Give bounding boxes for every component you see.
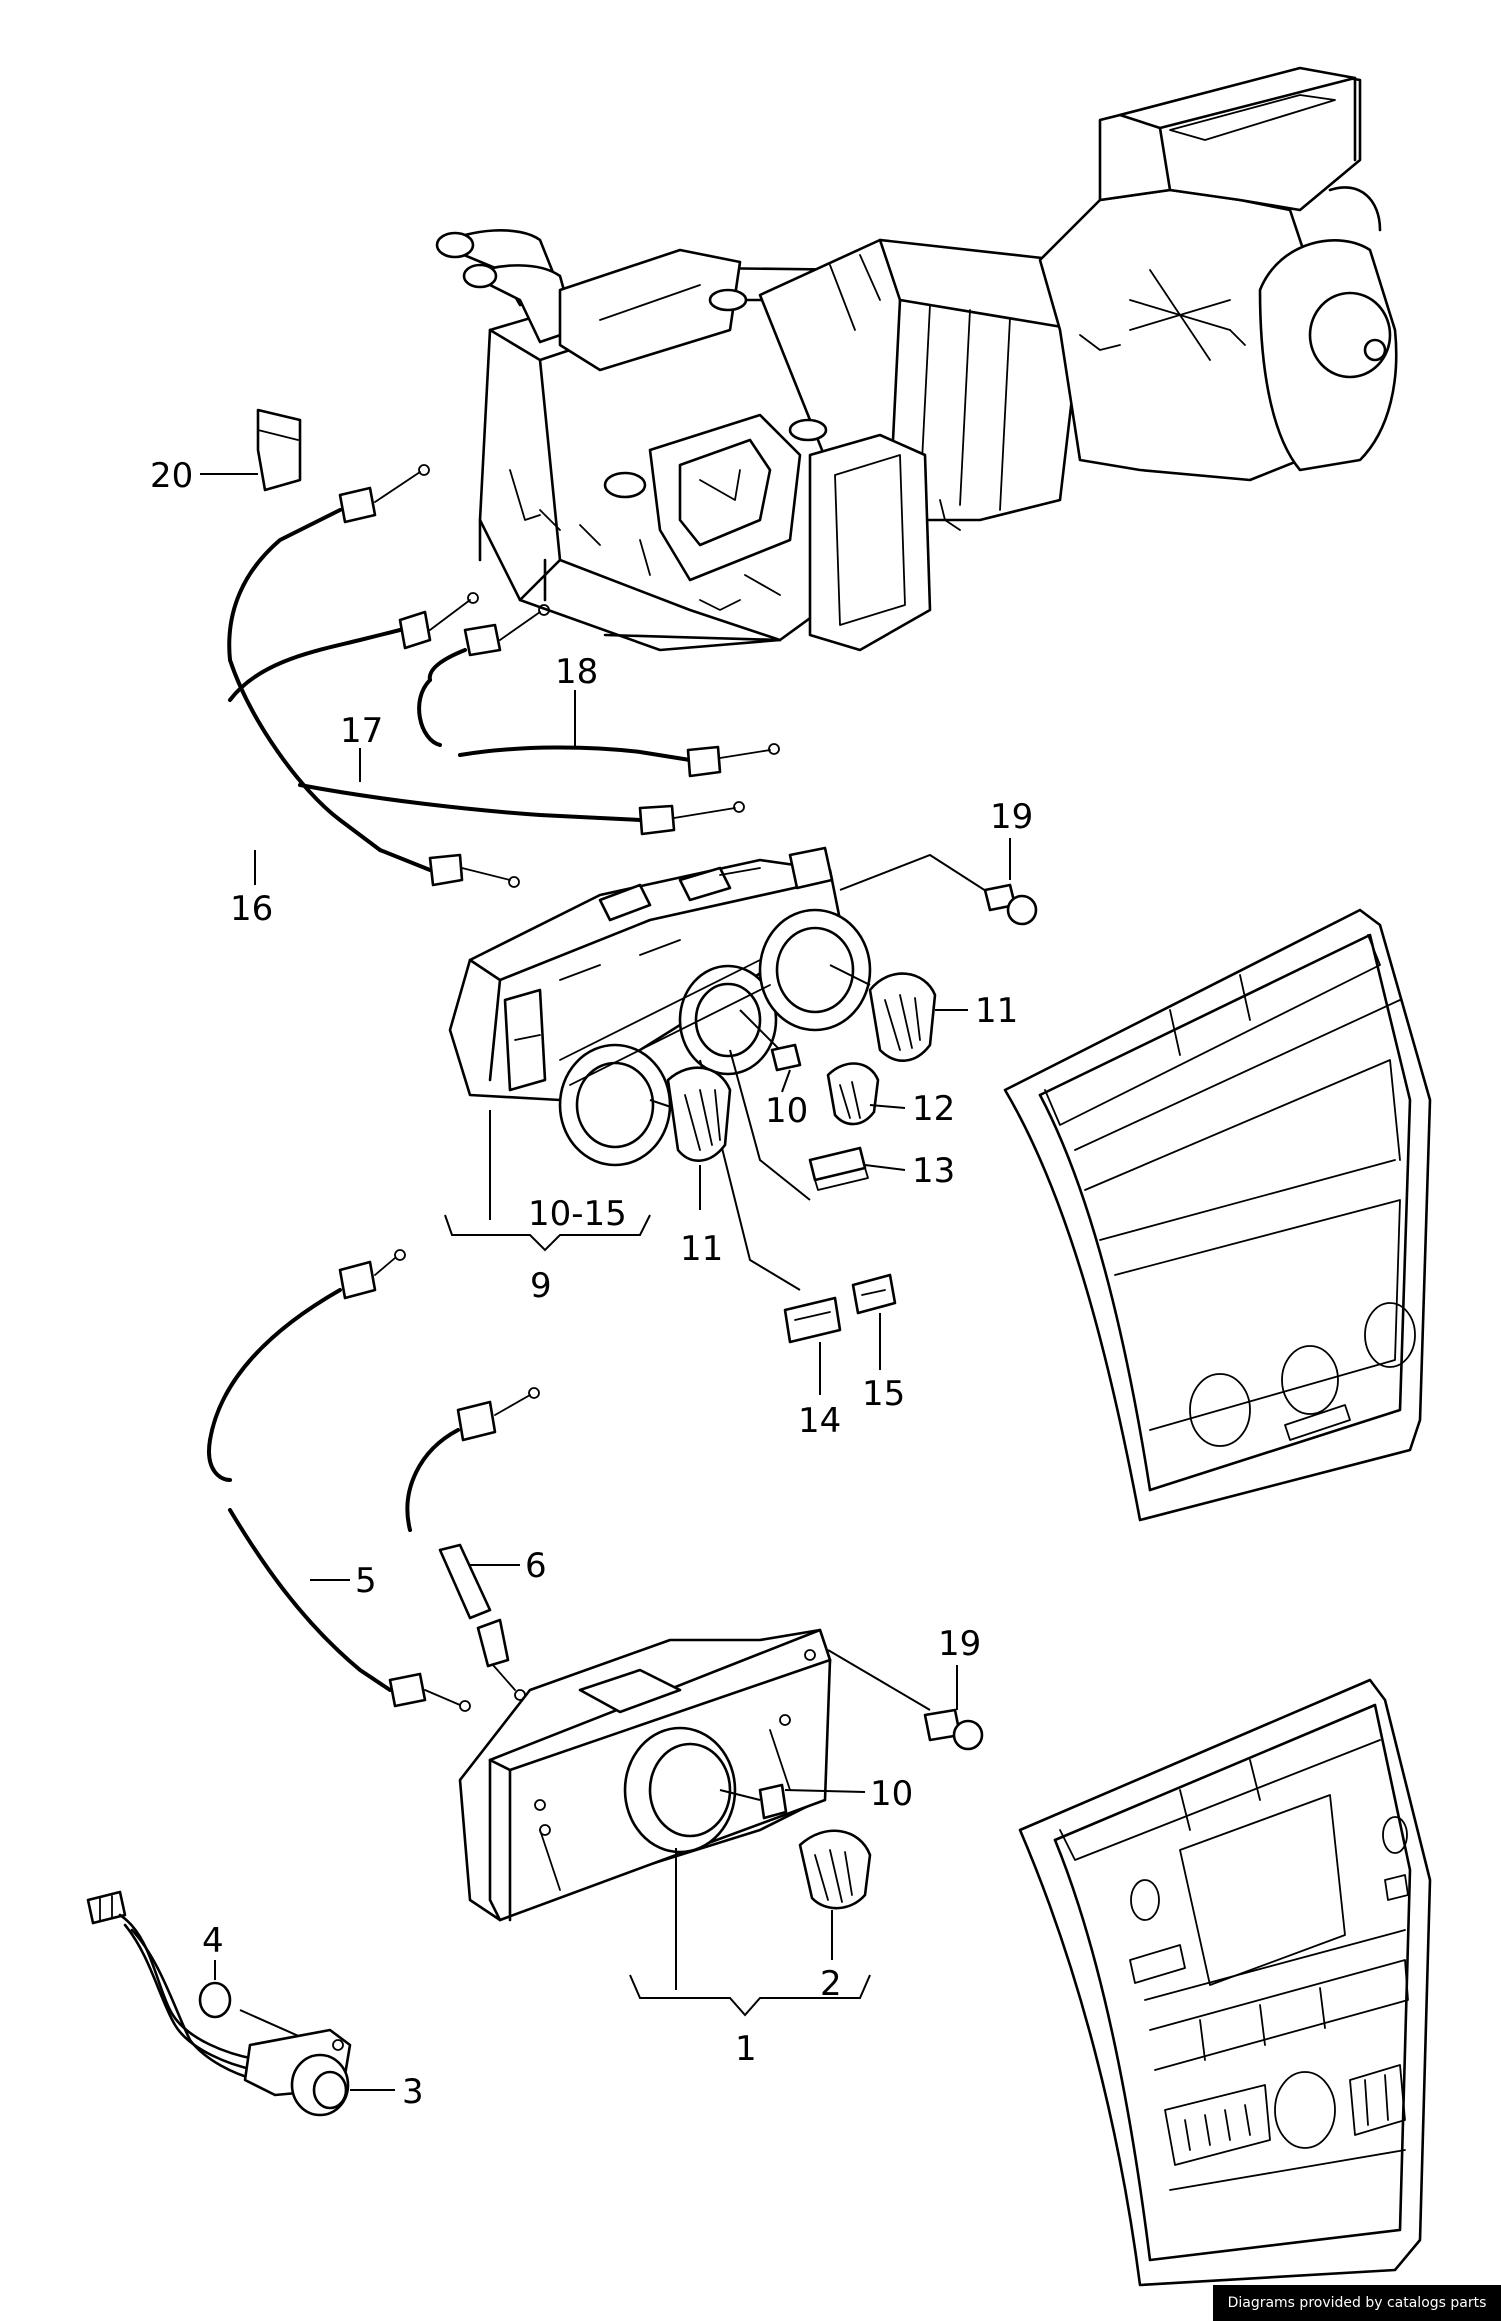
- callout-9: 9: [530, 1266, 552, 1306]
- callout-10-15: 10-15: [528, 1194, 627, 1234]
- callout-13: 13: [912, 1151, 955, 1191]
- callout-19-lower: 19: [938, 1624, 981, 1664]
- cables-upper: [200, 408, 780, 888]
- callout-3: 3: [402, 2072, 424, 2112]
- screw-19-lower: [827, 1649, 984, 1751]
- callout-18: 18: [555, 652, 598, 692]
- callout-20: 20: [150, 456, 193, 496]
- screw-19-upper: [983, 838, 1038, 926]
- callout-11-right: 11: [975, 991, 1018, 1031]
- credit-text: Diagrams provided by catalogs parts: [1227, 2295, 1487, 2311]
- cables-lower: [207, 1249, 540, 1712]
- callout-11-lower: 11: [680, 1229, 723, 1269]
- callout-1: 1: [735, 2029, 757, 2069]
- dash-trim-lower: [1018, 1678, 1432, 2287]
- control-unit-1: [458, 1628, 866, 1990]
- callout-labels: 20 18 17 16 19 11 12 10 13 10-15 11 9 14…: [150, 456, 1033, 2112]
- callout-6: 6: [525, 1546, 547, 1586]
- credit-bar: Diagrams provided by catalogs parts: [1213, 2285, 1501, 2321]
- knobs-upper: [666, 972, 968, 1210]
- callout-4: 4: [202, 1921, 224, 1961]
- callout-10-upper: 10: [765, 1091, 808, 1131]
- knob-2: [798, 1829, 872, 1960]
- sensor-3-4: [86, 1890, 395, 2117]
- callout-15: 15: [862, 1374, 905, 1414]
- heater-housing: [435, 66, 1398, 652]
- control-unit-9: [448, 846, 1001, 1291]
- callout-2: 2: [820, 1964, 842, 2004]
- callout-10-lower: 10: [870, 1774, 913, 1814]
- callout-19-upper: 19: [990, 797, 1033, 837]
- callout-5: 5: [355, 1561, 377, 1601]
- callout-17: 17: [340, 711, 383, 751]
- bracket-1: [629, 1974, 871, 2017]
- callout-12: 12: [912, 1089, 955, 1129]
- dash-trim-upper: [1003, 908, 1432, 1522]
- callout-14: 14: [798, 1401, 841, 1441]
- small-parts-13-15: [783, 1146, 906, 1395]
- bracket-9: [444, 1214, 651, 1252]
- callout-16: 16: [230, 889, 273, 929]
